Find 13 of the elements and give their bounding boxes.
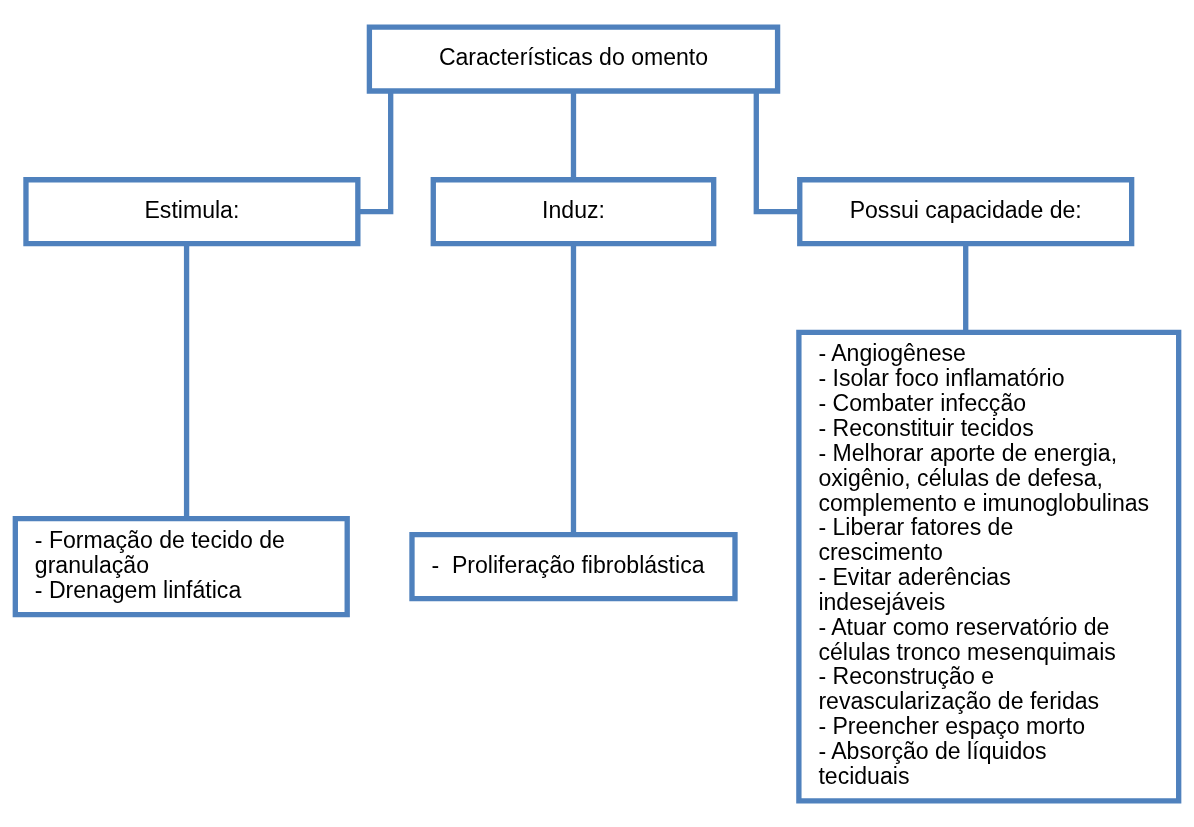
connector [357, 90, 394, 214]
connector [570, 90, 577, 179]
node-box: - Angiogênese - Isolar foco inflamatório - Combater infecção - Reconstituir tecidos - Melhorar aporte de energia, oxigênio, células de defesa, complemento e imunoglobulinas - Liberar fatores de crescimento - Evitar aderências indesejáveis - Atuar como reservatório de células tronco mesenquimais - Reconstrução e revascularização de feridas - Preencher espaço morto - Absorção de líquidos teciduais [796, 329, 1182, 804]
connector [753, 90, 800, 214]
connector [570, 243, 577, 534]
node-box: Possui capacidade de: [797, 176, 1135, 246]
connector [183, 243, 190, 519]
node-box: Características do omento [366, 23, 781, 94]
node-box: - Proliferação fibroblástica [409, 531, 738, 601]
connector [963, 243, 969, 332]
node-box: Induz: [430, 176, 717, 246]
node-box: - Formação de tecido de granulação - Drenagem linfática [12, 515, 350, 617]
node-box: Estimula: [23, 176, 361, 246]
